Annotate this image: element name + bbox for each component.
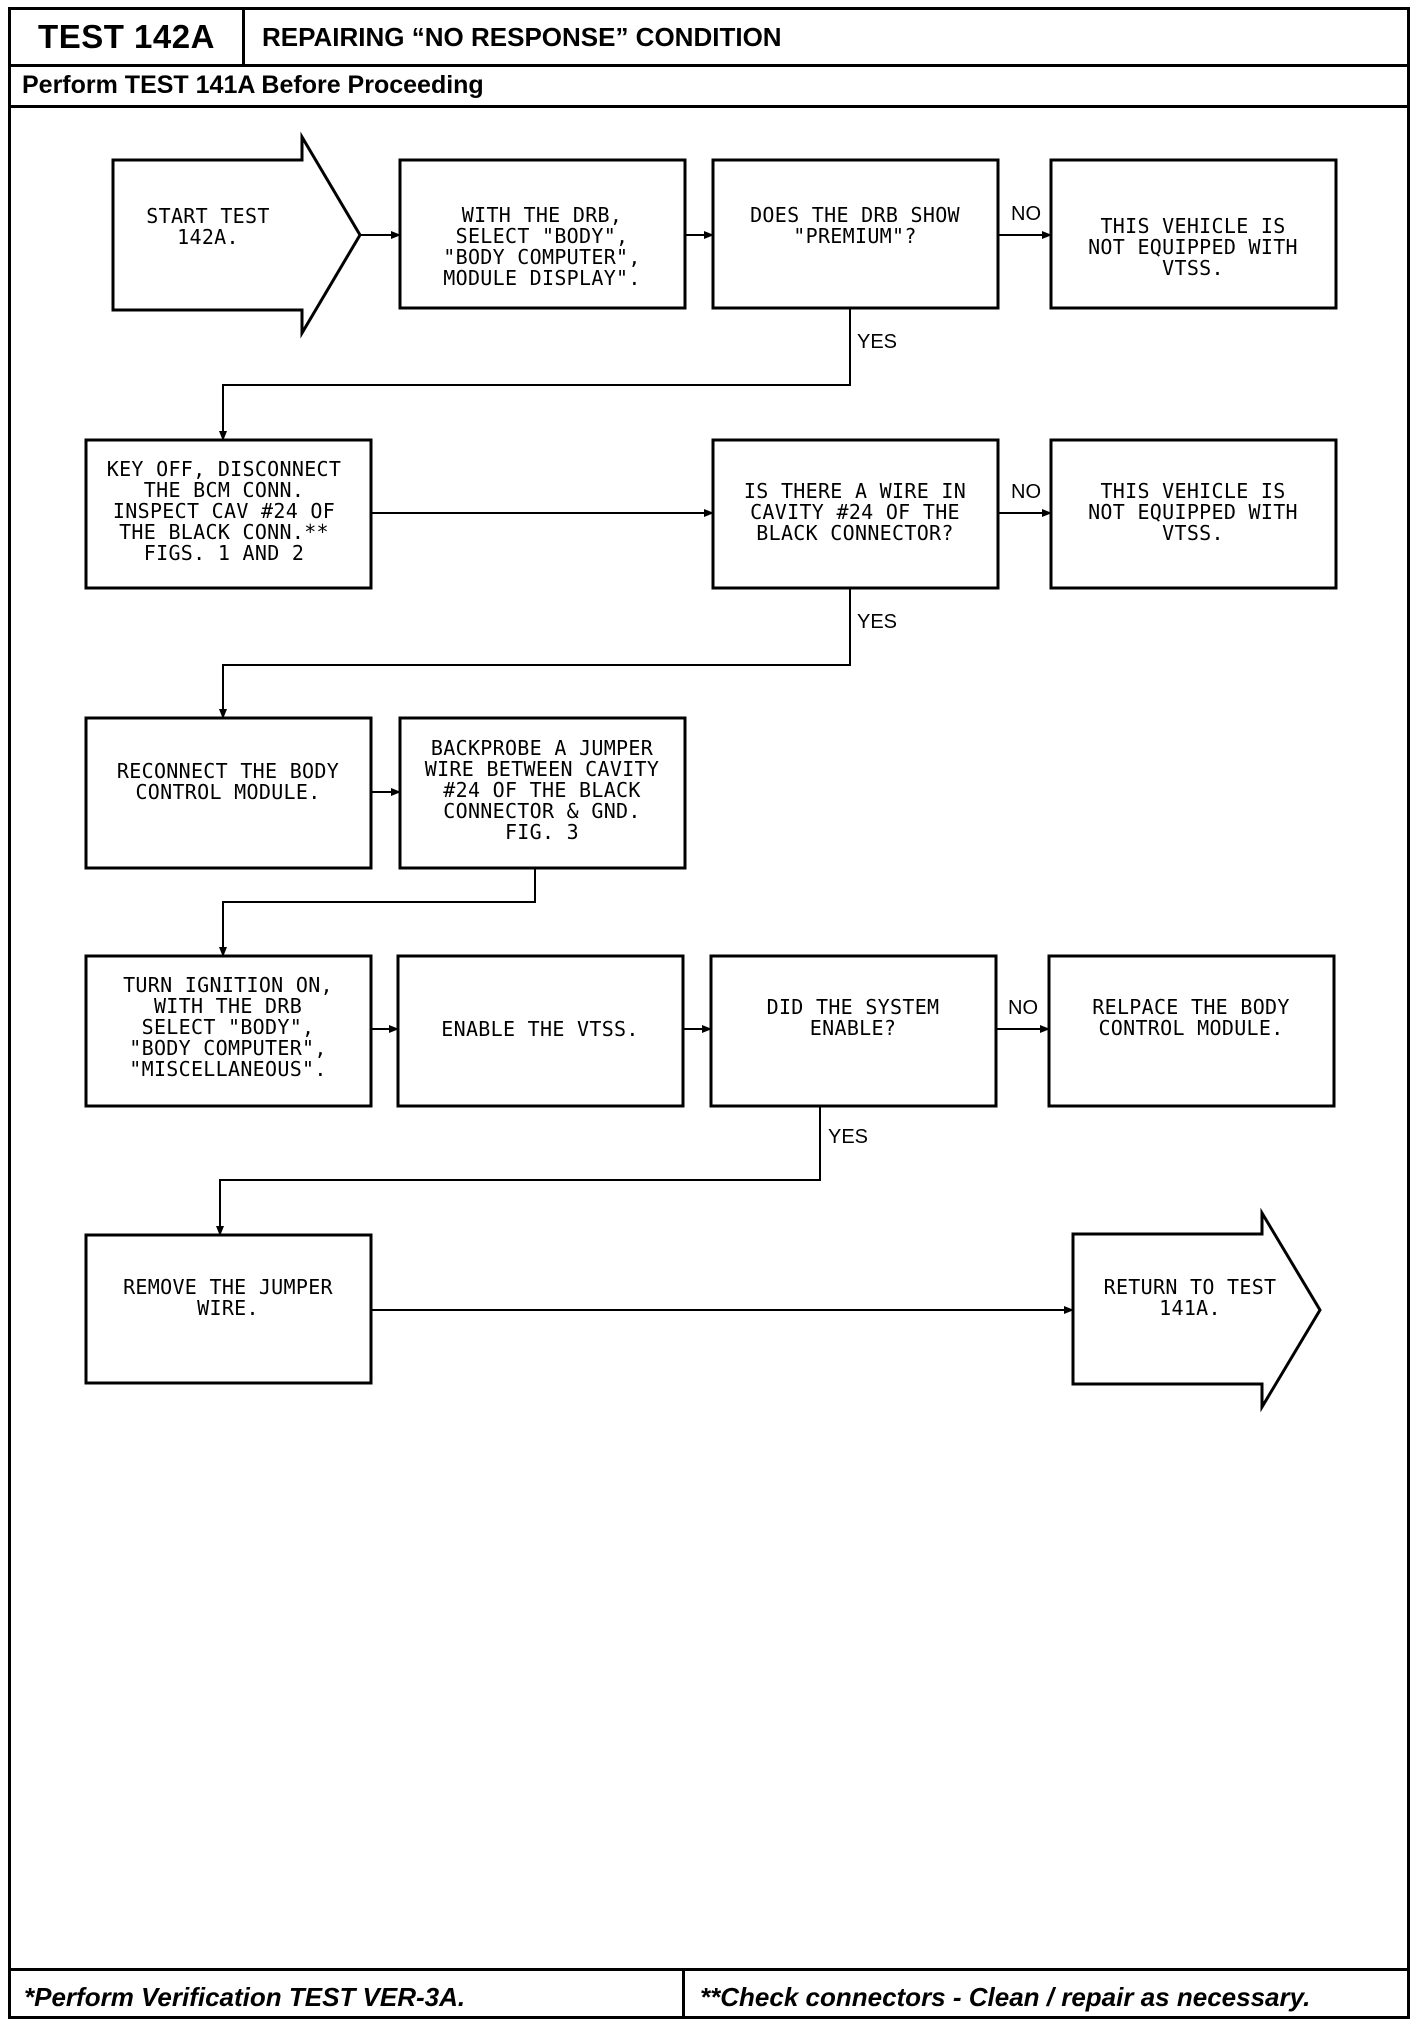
system-enable-no-label: NO bbox=[1008, 997, 1038, 1019]
ignition-on-text-line: "BODY COMPUTER", bbox=[129, 1036, 326, 1060]
ignition-on-text-line: SELECT "BODY", bbox=[142, 1015, 315, 1039]
replace-bcm-text-line: RELPACE THE BODY bbox=[1092, 995, 1289, 1019]
key-off-inspect-text-line: THE BCM CONN. bbox=[144, 478, 304, 502]
not-equipped-text-1-line: NOT EQUIPPED WITH bbox=[1088, 235, 1298, 259]
key-off-inspect-box bbox=[84, 438, 373, 590]
arrow-premium-yes bbox=[219, 308, 851, 441]
reconnect-bcm-text-line: RECONNECT THE BODY bbox=[117, 759, 339, 783]
backprobe-jumper-text-line: CONNECTOR & GND. bbox=[443, 799, 640, 823]
key-off-inspect-text-line: THE BLACK CONN.** bbox=[119, 520, 329, 544]
not-equipped-text-1-line: THIS VEHICLE IS bbox=[1100, 214, 1285, 238]
premium-question-text-line: DOES THE DRB SHOW bbox=[750, 203, 960, 227]
remove-jumper-text-line: WIRE. bbox=[197, 1296, 259, 1320]
arrow-system-enable-yes bbox=[216, 1106, 821, 1236]
footer-separator bbox=[682, 1968, 685, 2019]
footer-note-left: *Perform Verification TEST VER-3A. bbox=[24, 1982, 466, 2012]
wire-cavity-question-text-line: BLACK CONNECTOR? bbox=[756, 521, 953, 545]
system-enable-question-box bbox=[709, 954, 998, 1108]
backprobe-jumper-text-line: BACKPROBE A JUMPER bbox=[431, 736, 654, 760]
not-equipped-text-2-line: NOT EQUIPPED WITH bbox=[1088, 500, 1298, 524]
premium-no-label: NO bbox=[1011, 203, 1041, 225]
page-title: REPAIRING “NO RESPONSE” CONDITION bbox=[262, 22, 782, 52]
select-module-display-text-line: MODULE DISPLAY". bbox=[443, 266, 640, 290]
not-equipped-box-1 bbox=[1049, 158, 1338, 310]
not-equipped-text-1-line: VTSS. bbox=[1162, 256, 1224, 280]
select-module-display-text-line: SELECT "BODY", bbox=[456, 224, 629, 248]
return-arrow-shape bbox=[1071, 1207, 1322, 1413]
enable-vtss-text: ENABLE THE VTSS. bbox=[441, 1017, 638, 1041]
ignition-on-text-line: WITH THE DRB bbox=[154, 994, 302, 1018]
header-divider bbox=[8, 64, 1410, 67]
replace-bcm-text-line: CONTROL MODULE. bbox=[1098, 1016, 1283, 1040]
arrow-wire-cavity-yes bbox=[219, 588, 851, 719]
enable-vtss-text-line: ENABLE THE VTSS. bbox=[441, 1017, 638, 1041]
not-equipped-box-2 bbox=[1049, 438, 1338, 590]
premium-question-text: DOES THE DRB SHOW"PREMIUM"? bbox=[750, 203, 960, 248]
page-subtitle: Perform TEST 141A Before Proceeding bbox=[22, 71, 484, 99]
backprobe-jumper-text-line: WIRE BETWEEN CAVITY bbox=[425, 757, 659, 781]
remove-jumper-box bbox=[84, 1233, 373, 1385]
reconnect-bcm-text-line: CONTROL MODULE. bbox=[135, 780, 320, 804]
replace-bcm-box bbox=[1047, 954, 1336, 1108]
key-off-inspect-text-line: KEY OFF, DISCONNECT bbox=[107, 457, 341, 481]
system-enable-question-text-line: DID THE SYSTEM bbox=[767, 995, 940, 1019]
remove-jumper-text-line: REMOVE THE JUMPER bbox=[123, 1275, 333, 1299]
footer-note-right: **Check connectors - Clean / repair as n… bbox=[700, 1982, 1311, 2012]
arrow-backprobe-to-ignition bbox=[219, 868, 536, 957]
not-equipped-text-2-line: THIS VEHICLE IS bbox=[1100, 479, 1285, 503]
wire-cavity-yes-label: YES bbox=[857, 611, 897, 633]
wire-cavity-no-label: NO bbox=[1011, 481, 1041, 503]
wire-cavity-question-text-line: CAVITY #24 OF THE bbox=[750, 500, 960, 524]
ignition-on-text-line: "MISCELLANEOUS". bbox=[129, 1057, 326, 1081]
header-divider-bottom bbox=[8, 105, 1410, 108]
key-off-inspect-text-line: FIGS. 1 AND 2 bbox=[144, 541, 304, 565]
return-text-line: RETURN TO TEST bbox=[1104, 1275, 1277, 1299]
footer-divider bbox=[8, 1968, 1410, 1971]
start-text-line: 142A. bbox=[177, 225, 239, 249]
page-frame bbox=[8, 7, 1410, 2019]
not-equipped-text-2-line: VTSS. bbox=[1162, 521, 1224, 545]
select-module-display-text-line: "BODY COMPUTER", bbox=[443, 245, 640, 269]
ignition-on-text-line: TURN IGNITION ON, bbox=[123, 973, 333, 997]
start-text-line: START TEST bbox=[146, 204, 269, 228]
backprobe-jumper-text-line: #24 OF THE BLACK bbox=[443, 778, 640, 802]
enable-vtss-box bbox=[396, 954, 685, 1108]
premium-yes-label: YES bbox=[857, 331, 897, 353]
backprobe-jumper-box bbox=[398, 716, 687, 870]
start-arrow-shape bbox=[111, 131, 362, 339]
wire-cavity-question-text-line: IS THERE A WIRE IN bbox=[744, 479, 966, 503]
select-module-display-text: WITH THE DRB,SELECT "BODY","BODY COMPUTE… bbox=[443, 203, 640, 290]
premium-question-text-line: "PREMIUM"? bbox=[793, 224, 916, 248]
system-enable-question-text-line: ENABLE? bbox=[810, 1016, 896, 1040]
backprobe-jumper-text-line: FIG. 3 bbox=[505, 820, 579, 844]
ignition-on-box bbox=[84, 954, 373, 1108]
return-text-line: 141A. bbox=[1159, 1296, 1221, 1320]
system-enable-yes-label: YES bbox=[828, 1126, 868, 1148]
key-off-inspect-text-line: INSPECT CAV #24 OF bbox=[113, 499, 335, 523]
select-module-display-text-line: WITH THE DRB, bbox=[462, 203, 622, 227]
